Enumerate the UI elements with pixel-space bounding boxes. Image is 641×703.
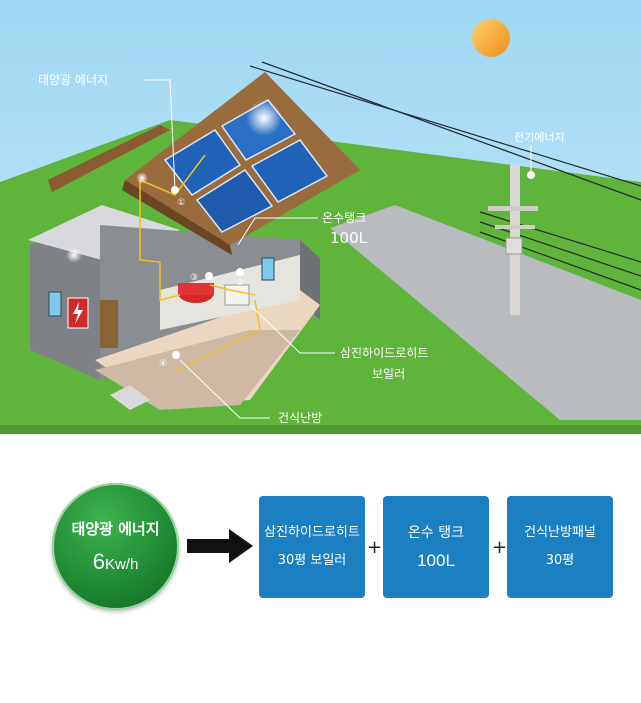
heating-panel-box: 건식난방패널 30평 [507, 496, 613, 598]
lightning-icon [73, 302, 83, 324]
label-solar-energy: 태양광 에너지 [38, 73, 108, 87]
solar-energy-title: 태양광 에너지 [71, 520, 160, 538]
door [100, 300, 118, 348]
marker-3: ③ [190, 273, 198, 283]
label-floor-heating: 건식난방 [278, 411, 322, 425]
boiler [224, 284, 250, 306]
flow-section: 태양광 에너지 6Kw/h 삼진하이드로히트 30평 보일러 + 온수 탱크 1… [0, 434, 641, 703]
marker-1: ① [177, 198, 185, 208]
boiler-box: 삼진하이드로히트 30평 보일러 [259, 496, 365, 598]
label-tank-capacity: 100L [330, 229, 368, 247]
solar-energy-value: 6Kw/h [92, 549, 139, 574]
solar-house-illustration: 태양광 에너지 전기에너지 온수탱크 100L 삼진하이드로히트 보일러 건식난… [0, 0, 641, 434]
label-electric-energy: 전기에너지 [514, 131, 565, 144]
heating-floor [95, 330, 300, 410]
label-hot-water-tank: 온수탱크 [322, 211, 366, 225]
yellow-wires [139, 154, 261, 373]
right-arrow-icon [187, 529, 253, 563]
plus-sign-1: + [367, 537, 383, 558]
roof [125, 72, 360, 245]
house-left-wall [30, 225, 100, 380]
window-right [261, 257, 275, 281]
tank-box: 온수 탱크 100L [383, 496, 489, 598]
label-boiler-line2: 보일러 [372, 367, 405, 381]
plus-sign-2: + [492, 537, 508, 558]
window-left [48, 291, 62, 317]
solar-panels [163, 99, 329, 233]
label-boiler-line1: 삼진하이드로히트 [340, 346, 428, 360]
utility-pole [488, 165, 538, 315]
solar-energy-circle: 태양광 에너지 6Kw/h [52, 483, 179, 610]
steps [110, 385, 150, 410]
marker-2: ② [236, 278, 244, 288]
sun-icon [472, 19, 510, 57]
marker-4: ④ [159, 359, 167, 369]
road [330, 205, 641, 420]
